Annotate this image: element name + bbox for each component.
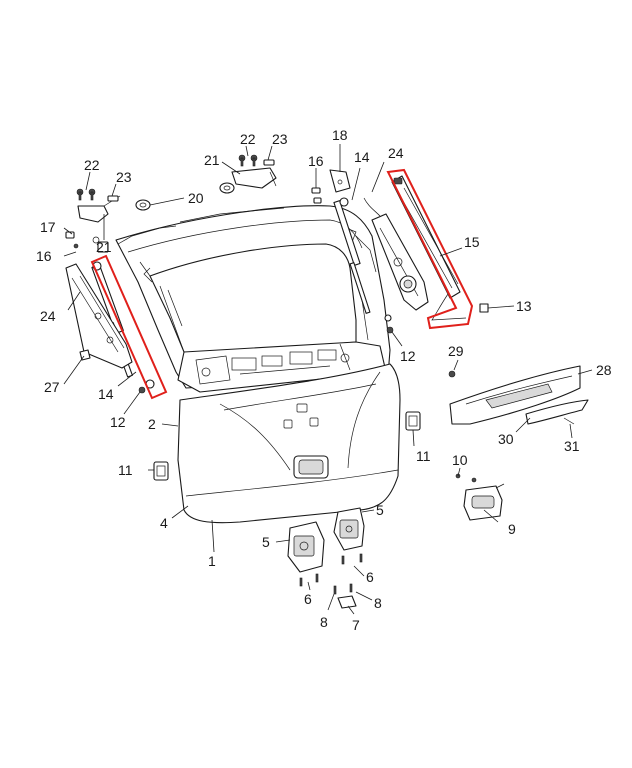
handle-assembly — [463, 483, 505, 521]
callout-18: 18 — [332, 127, 348, 143]
callout-24-left: 24 — [40, 308, 56, 324]
left-hinge — [65, 188, 121, 253]
callout-17: 17 — [40, 219, 56, 235]
callouts: 1 2 4 5 5 6 6 7 8 8 9 10 11 11 12 12 13 … — [36, 127, 612, 633]
callout-13: 13 — [516, 298, 532, 314]
callout-12-right: 12 — [400, 348, 416, 364]
callout-14-right: 14 — [354, 149, 370, 165]
power-strut-highlight — [386, 168, 474, 330]
callout-23-left: 23 — [116, 169, 132, 185]
callout-6-right: 6 — [366, 569, 374, 585]
callout-15: 15 — [464, 234, 480, 250]
callout-5-left: 5 — [262, 534, 270, 550]
liftgate-outer-panel — [177, 363, 401, 524]
left-strut-highlight — [90, 254, 168, 400]
power-strut-actuator — [386, 168, 474, 330]
right-gas-strut — [333, 197, 392, 322]
right-drive-unit — [363, 197, 429, 311]
callout-23-center: 23 — [272, 131, 288, 147]
license-applique — [449, 365, 589, 425]
callout-21-left: 21 — [96, 239, 112, 255]
callout-5-right: 5 — [376, 502, 384, 518]
callout-4: 4 — [160, 515, 168, 531]
callout-11-left: 11 — [118, 462, 133, 478]
callout-21-center: 21 — [204, 152, 220, 168]
callout-8-right: 8 — [374, 595, 382, 611]
center-hinge — [231, 154, 277, 189]
callout-7: 7 — [352, 617, 360, 633]
leader-lines — [63, 144, 593, 615]
latch-assemblies — [287, 507, 365, 609]
callout-10: 10 — [452, 452, 468, 468]
callout-2: 2 — [148, 416, 156, 432]
callout-28: 28 — [596, 362, 612, 378]
right-hinge-18 — [311, 169, 351, 204]
liftgate-frame — [115, 205, 391, 393]
callout-22-left: 22 — [84, 157, 100, 173]
callout-8-left: 8 — [320, 614, 328, 630]
callout-24-right: 24 — [388, 145, 404, 161]
callout-9: 9 — [508, 521, 516, 537]
callout-16-right: 16 — [308, 153, 324, 169]
fasteners — [79, 303, 489, 483]
callout-12-left: 12 — [110, 414, 126, 430]
callout-6-left: 6 — [304, 591, 312, 607]
callout-11-right: 11 — [416, 448, 431, 464]
callout-22-center: 22 — [240, 131, 256, 147]
callout-16-left: 16 — [36, 248, 52, 264]
washer-20 — [135, 182, 235, 211]
callout-31: 31 — [564, 438, 580, 454]
callout-20: 20 — [188, 190, 204, 206]
callout-14-left: 14 — [98, 386, 114, 402]
callout-27: 27 — [44, 379, 60, 395]
callout-1: 1 — [208, 553, 216, 569]
callout-29: 29 — [448, 343, 464, 359]
callout-30: 30 — [498, 431, 514, 447]
